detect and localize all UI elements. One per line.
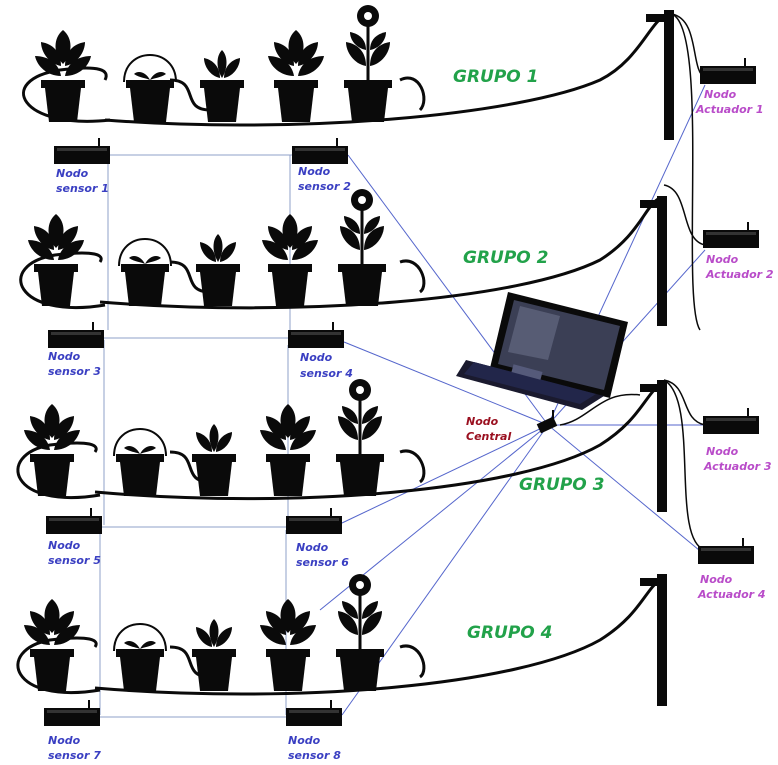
central-label-line1: Nodo: [466, 415, 499, 428]
actuator-node-3: [703, 408, 759, 434]
sensor-label-8-line2: sensor 8: [288, 749, 341, 762]
sensor-label-7-line1: Nodo: [48, 734, 81, 747]
actuator-node-2: [703, 222, 759, 248]
group-label-3: GRUPO 3: [519, 475, 605, 495]
sensor-node-5: [46, 508, 102, 534]
sensor-label-4-line1: Nodo: [300, 351, 333, 364]
network-links: [98, 84, 706, 718]
central-label-line2: Central: [466, 430, 511, 443]
sensor-node-6: [286, 508, 342, 534]
actuator-label-1-line1: Nodo: [704, 88, 737, 101]
sensor-label-1-line1: Nodo: [56, 167, 89, 180]
actuator-node-boxes: [698, 58, 759, 564]
sensor-label-5-line2: sensor 5: [48, 554, 101, 567]
sensor-label-8-line1: Nodo: [288, 734, 321, 747]
sensor-node-1: [54, 138, 110, 164]
sensor-label-6-line2: sensor 6: [296, 556, 349, 569]
sensor-node-2: [292, 138, 348, 164]
plant-row-1: [35, 5, 392, 123]
valve-poles: [640, 10, 674, 706]
sensor-node-4: [288, 322, 344, 348]
sensor-labels: Nodo sensor 1 Nodo sensor 2 Nodo sensor …: [48, 165, 353, 762]
sensor-label-2-line2: sensor 2: [298, 180, 351, 193]
sensor-label-1-line2: sensor 1: [56, 182, 109, 195]
actuator-label-1-line2: Actuador 1: [695, 103, 764, 116]
actuator-labels: Nodo Actuador 1 Nodo Actuador 2 Nodo Act…: [695, 88, 774, 601]
sensor-label-3-line2: sensor 3: [48, 365, 101, 378]
irrigation-hoses: [16, 12, 706, 696]
plant-row-4: [24, 574, 384, 692]
actuator-label-2-line2: Actuador 2: [705, 268, 774, 281]
sensor-node-8: [286, 700, 342, 726]
laptop-icon: [456, 292, 628, 410]
group-label-2: GRUPO 2: [463, 248, 549, 268]
plant-row-3: [24, 379, 384, 497]
plant-row-2: [28, 189, 386, 307]
sensor-label-6-line1: Nodo: [296, 541, 329, 554]
sensor-label-2-line1: Nodo: [298, 165, 331, 178]
sensor-label-4-line2: sensor 4: [300, 367, 353, 380]
group-label-1: GRUPO 1: [453, 67, 539, 87]
sensor-node-7: [44, 700, 100, 726]
actuator-label-4-line2: Actuador 4: [697, 588, 766, 601]
actuator-label-3-line1: Nodo: [706, 445, 739, 458]
sensor-node-3: [48, 322, 104, 348]
sensor-label-7-line2: sensor 7: [48, 749, 101, 762]
central-node-device: [536, 410, 558, 434]
group-label-4: GRUPO 4: [467, 623, 553, 643]
actuator-label-2-line1: Nodo: [706, 253, 739, 266]
actuator-node-4: [698, 538, 754, 564]
actuator-label-4-line1: Nodo: [700, 573, 733, 586]
actuator-node-1: [700, 58, 756, 84]
sensor-label-3-line1: Nodo: [48, 350, 81, 363]
sensor-label-5-line1: Nodo: [48, 539, 81, 552]
actuator-label-3-line2: Actuador 3: [703, 460, 772, 473]
